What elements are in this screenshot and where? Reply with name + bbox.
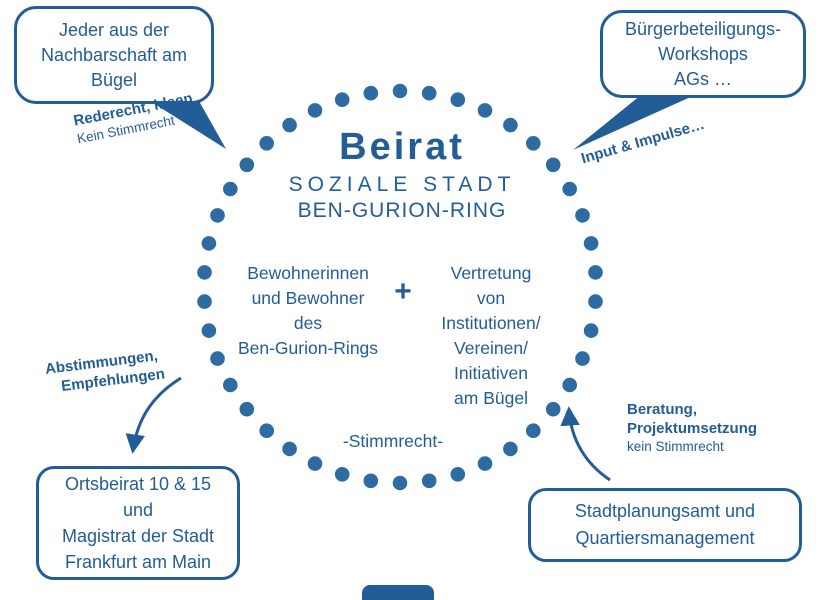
bubble-line: Bügel [90, 69, 138, 90]
bubble-line: Workshops [658, 43, 748, 64]
circle-dot [450, 467, 466, 482]
group-line: Ben-Gurion-Rings [237, 338, 379, 358]
group-line: am Bügel [454, 388, 528, 408]
circle-group-vertretung: Vertretung von Institutionen/ Vereinen/ … [441, 261, 540, 411]
circle-dot [545, 157, 561, 173]
circle-dot [223, 181, 238, 197]
circle-dot [223, 377, 238, 393]
box-line: Frankfurt am Main [64, 552, 212, 572]
bubble-line: Nachbarschaft am [40, 44, 188, 65]
box-stadtplanungsamt: Stadtplanungsamt und Quartiersmanagement [528, 488, 802, 562]
bubble-line: Bürgerbeteiligungs- [624, 18, 782, 39]
annotation-bold-line: Beratung, [627, 401, 698, 418]
circle-dot [421, 473, 437, 489]
group-line: und Bewohner [251, 288, 365, 308]
circle-dot [259, 423, 275, 439]
circle-dot [477, 103, 493, 118]
circle-dot [239, 157, 255, 173]
speech-bubble-buergerbeteiligung: Bürgerbeteiligungs- Workshops AGs … [600, 10, 806, 98]
annotation-bold-line: Projektumsetzung [627, 420, 758, 437]
circle-subtitle-soziale-stadt: SOZIALE STADT [288, 173, 516, 196]
circle-dot [583, 323, 599, 338]
annotation-abstimmungen: Abstimmungen, Empfehlungen [44, 346, 166, 398]
bubble-line: AGs … [673, 68, 732, 89]
box-line: Quartiersmanagement [575, 528, 755, 548]
arrow-to-ortsbeirat [125, 376, 182, 454]
circle-dot [363, 473, 379, 489]
circle-dot [575, 208, 590, 223]
group-line: Institutionen/ [441, 313, 541, 333]
circle-dot [526, 136, 541, 151]
circle-dot [503, 117, 518, 133]
circle-dot [562, 377, 577, 393]
circle-dot [526, 423, 541, 439]
circle-dot [588, 265, 603, 280]
box-line: Ortsbeirat 10 & 15 [64, 474, 212, 494]
circle-dot [392, 475, 408, 491]
circle-dot [583, 236, 599, 251]
circle-dot [392, 83, 408, 99]
circle-dot [210, 351, 225, 366]
circle-dot [197, 265, 212, 280]
annotation-bold-line: Input & Impulse… [579, 115, 707, 168]
box-ortsbeirat-magistrat: Ortsbeirat 10 & 15 und Magistrat der Sta… [36, 466, 240, 580]
circle-dot [307, 456, 323, 471]
group-line: Vertretung [450, 263, 532, 283]
circle-dot [363, 85, 379, 101]
arrow-from-stadtplanungsamt [560, 406, 611, 482]
group-line: Vereinen/ [454, 338, 528, 358]
circle-dot [259, 136, 275, 151]
circle-dot [588, 294, 603, 309]
group-line: Bewohnerinnen [247, 263, 369, 283]
circle-dot [282, 117, 297, 133]
circle-dot [201, 323, 217, 338]
circle-dot [239, 401, 255, 417]
plus-sign: + [394, 275, 412, 308]
circle-dot [545, 401, 561, 417]
box-line: Stadtplanungsamt und [574, 501, 756, 521]
circle-dot [477, 456, 493, 471]
annotation-regular-line: kein Stimmrecht [627, 439, 724, 454]
speech-bubble-nachbarschaft: Jeder aus der Nachbarschaft am Bügel [14, 6, 214, 104]
bubble-line: Jeder aus der [58, 19, 170, 40]
circle-dot [307, 103, 323, 118]
annotation-input-impulse: Input & Impulse… [579, 115, 707, 168]
circle-dot [282, 441, 297, 457]
box-line: Magistrat der Stadt [61, 526, 215, 546]
circle-dot [334, 467, 350, 482]
box-line: und [122, 500, 154, 520]
circle-title: Beirat [339, 126, 465, 168]
group-line: Initiativen [454, 363, 528, 383]
circle-dot [197, 294, 212, 309]
circle-dot [562, 181, 577, 197]
cropped-bottom-mark [362, 585, 434, 600]
group-line: des [293, 313, 323, 333]
circle-dot [210, 208, 225, 223]
circle-dot [575, 351, 590, 366]
circle-subtitle-ben-gurion-ring: BEN-GURION-RING [297, 199, 507, 222]
group-line: von [476, 288, 506, 308]
stimmrecht-label: -Stimmrecht- [342, 431, 444, 451]
circle-dot [201, 236, 217, 251]
circle-group-bewohner: Bewohnerinnen und Bewohner des Ben-Gurio… [238, 261, 378, 361]
circle-dot [334, 92, 350, 107]
circle-dot [503, 441, 518, 457]
annotation-beratung: Beratung, Projektumsetzung kein Stimmrec… [627, 400, 757, 456]
circle-dot [450, 92, 466, 107]
circle-dot [421, 85, 437, 101]
